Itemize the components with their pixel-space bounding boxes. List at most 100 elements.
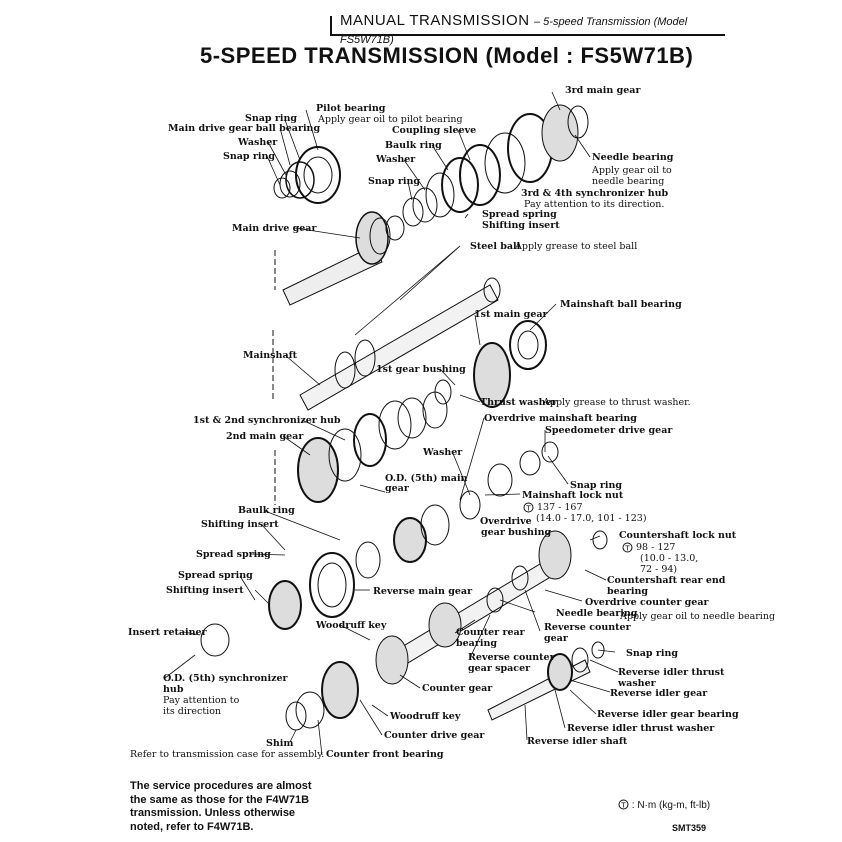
label-reverse-main-gear: Reverse main gear bbox=[373, 586, 473, 597]
label-od-sync-hub-note-2: its direction bbox=[163, 706, 222, 717]
od-gear-group bbox=[393, 441, 559, 563]
label-countershaft-lock-nut-torque3: 72 - 94) bbox=[640, 564, 678, 575]
label-od-sync-hub-note-1: Pay attention to bbox=[163, 695, 240, 706]
label-snap-ring-4: Snap ring bbox=[570, 480, 623, 491]
torque-legend: T : N·m (kg-m, ft-lb) bbox=[618, 799, 710, 811]
svg-text:T: T bbox=[525, 505, 531, 513]
label-washer-2: Washer bbox=[376, 154, 416, 165]
label-pilot-bearing: Pilot bearing bbox=[316, 103, 386, 114]
label-counter-rear-bearing-1: Counter rear bbox=[456, 627, 525, 638]
label-needle-bearing-2-note-a: Apply gear oil to needle bearing bbox=[620, 611, 776, 622]
label-shifting-insert-3: Shifting insert bbox=[166, 585, 244, 596]
label-mainshaft-lock-nut-torque2: (14.0 - 17.0, 101 - 123) bbox=[536, 513, 647, 524]
label-washer-1: Washer bbox=[238, 137, 278, 148]
label-washer-3: Washer bbox=[423, 447, 463, 458]
label-pilot-bearing-note: Apply gear oil to pilot bearing bbox=[318, 114, 463, 125]
label-reverse-idler-thrust-washer-b: Reverse idler thrust washer bbox=[567, 723, 715, 734]
label-woodruff-key-1: Woodruff key bbox=[316, 620, 387, 631]
label-reverse-idler-thrust-washer-2: washer bbox=[618, 678, 656, 689]
label-woodruff-key-2: Woodruff key bbox=[390, 711, 461, 722]
label-counter-gear: Counter gear bbox=[422, 683, 493, 694]
reverse-main-gear-shape bbox=[200, 541, 381, 657]
service-note: The service procedures are almost the sa… bbox=[130, 780, 312, 833]
label-reverse-idler-shaft: Reverse idler shaft bbox=[527, 736, 628, 747]
header-rule-vertical bbox=[330, 16, 332, 36]
label-od-main-gear-1: O.D. (5th) main bbox=[385, 473, 468, 484]
label-needle-bearing-1-note: Apply gear oil to needle bearing bbox=[592, 165, 672, 187]
svg-text:T: T bbox=[624, 545, 630, 553]
header-subsection: – 5-speed Transmission (Model FS5W71B) bbox=[340, 16, 688, 46]
label-od-sync-hub-1: O.D. (5th) synchronizer bbox=[163, 673, 288, 684]
label-reverse-counter-gear-1: Reverse counter bbox=[544, 622, 631, 633]
label-speedometer-drive-gear: Speedometer drive gear bbox=[545, 425, 673, 436]
label-1st-main-gear: 1st main gear bbox=[474, 309, 548, 320]
label-od-sync-hub-2: hub bbox=[163, 684, 184, 695]
label-shim: Shim bbox=[266, 738, 294, 749]
main-drive-gear-shape bbox=[274, 211, 405, 306]
sync-hub-34-group bbox=[402, 104, 589, 227]
label-baulk-ring-1: Baulk ring bbox=[385, 140, 442, 151]
label-baulk-ring-2: Baulk ring bbox=[238, 505, 295, 516]
main-drive-gear-bearing-group bbox=[273, 146, 341, 204]
page-header: MANUAL TRANSMISSION – 5-speed Transmissi… bbox=[340, 12, 730, 48]
figure-id: SMT359 bbox=[672, 823, 707, 833]
label-mainshaft-lock-nut: Mainshaft lock nut bbox=[522, 490, 624, 501]
label-2nd-main-gear: 2nd main gear bbox=[226, 431, 304, 442]
label-countershaft-rear-end-bearing-1: Countershaft rear end bbox=[607, 575, 726, 586]
label-shifting-insert-1: Shifting insert bbox=[482, 220, 560, 231]
label-mainshaft-lock-nut-torque: 137 - 167 bbox=[537, 502, 583, 513]
header-rule bbox=[330, 34, 725, 36]
label-overdrive-gear-bushing-2: gear bushing bbox=[481, 527, 552, 538]
label-reverse-counter-gear-2: gear bbox=[544, 633, 568, 644]
page-title: 5-SPEED TRANSMISSION (Model : FS5W71B) bbox=[200, 43, 694, 68]
label-needle-bearing-1: Needle bearing bbox=[592, 152, 674, 163]
label-countershaft-lock-nut-torque2: (10.0 - 13.0, bbox=[640, 553, 699, 564]
label-countershaft-rear-end-bearing-2: bearing bbox=[607, 586, 649, 597]
label-mainshaft: Mainshaft bbox=[243, 350, 298, 361]
label-countershaft-lock-nut-torque: 98 - 127 bbox=[636, 542, 676, 553]
label-thrust-washer-note: Apply grease to thrust washer. bbox=[543, 397, 691, 408]
svg-text:T: T bbox=[620, 802, 626, 810]
countershaft-shape bbox=[285, 530, 608, 731]
label-3rd-main-gear: 3rd main gear bbox=[565, 85, 641, 96]
label-reverse-idler-gear: Reverse idler gear bbox=[610, 688, 708, 699]
reverse-idler-group bbox=[487, 641, 605, 721]
mainshaft-shape bbox=[272, 277, 501, 411]
label-main-drive-gear: Main drive gear bbox=[232, 223, 317, 234]
label-counter-front-bearing: Counter front bearing bbox=[326, 749, 444, 760]
label-overdrive-counter-gear: Overdrive counter gear bbox=[585, 597, 709, 608]
label-main-drive-gear-ball-bearing: Main drive gear ball bearing bbox=[168, 123, 321, 134]
torque-symbol-icon: T bbox=[618, 799, 629, 810]
torque-symbol-icon: T bbox=[523, 502, 534, 513]
label-sync-hub-34-note: Pay attention to its direction. bbox=[524, 199, 665, 210]
label-snap-ring-1: Snap ring bbox=[245, 113, 298, 124]
label-shifting-insert-2: Shifting insert bbox=[201, 519, 279, 530]
label-snap-ring-3: Snap ring bbox=[368, 176, 421, 187]
label-needle-bearing-2: Needle bearing bbox=[556, 608, 638, 619]
label-1st-gear-bushing: 1st gear bushing bbox=[376, 364, 466, 375]
label-spread-spring-2: Spread spring bbox=[196, 549, 271, 560]
header-section: MANUAL TRANSMISSION bbox=[340, 12, 530, 29]
label-snap-ring-5: Snap ring bbox=[626, 648, 679, 659]
torque-symbol-icon: T bbox=[622, 542, 633, 553]
label-od-main-gear-2: gear bbox=[385, 483, 409, 494]
label-reverse-idler-thrust-washer-1: Reverse idler thrust bbox=[618, 667, 725, 678]
label-insert-retainer: Insert retainer bbox=[128, 627, 207, 638]
label-overdrive-gear-bushing-1: Overdrive bbox=[480, 516, 532, 527]
label-sync-hub-12: 1st & 2nd synchronizer hub bbox=[193, 415, 341, 426]
label-countershaft-lock-nut: Countershaft lock nut bbox=[619, 530, 737, 541]
label-coupling-sleeve: Coupling sleeve bbox=[392, 125, 477, 136]
label-overdrive-mainshaft-bearing: Overdrive mainshaft bearing bbox=[484, 413, 637, 424]
label-thrust-washer: Thrust washer bbox=[480, 397, 557, 408]
label-steel-ball-note: Apply grease to steel ball bbox=[515, 241, 638, 252]
label-sync-hub-34: 3rd & 4th synchronizer hub bbox=[521, 188, 669, 199]
label-shim-note: Refer to transmission case for assembly. bbox=[130, 749, 325, 760]
label-spread-spring-1: Spread spring bbox=[482, 209, 557, 220]
label-counter-drive-gear: Counter drive gear bbox=[384, 730, 485, 741]
label-reverse-counter-gear-spacer-1: Reverse counter bbox=[468, 652, 555, 663]
label-counter-rear-bearing-2: bearing bbox=[456, 638, 498, 649]
label-steel-ball: Steel ball bbox=[470, 241, 521, 252]
label-snap-ring-2: Snap ring bbox=[223, 151, 276, 162]
label-reverse-idler-gear-bearing: Reverse idler gear bearing bbox=[597, 709, 739, 720]
